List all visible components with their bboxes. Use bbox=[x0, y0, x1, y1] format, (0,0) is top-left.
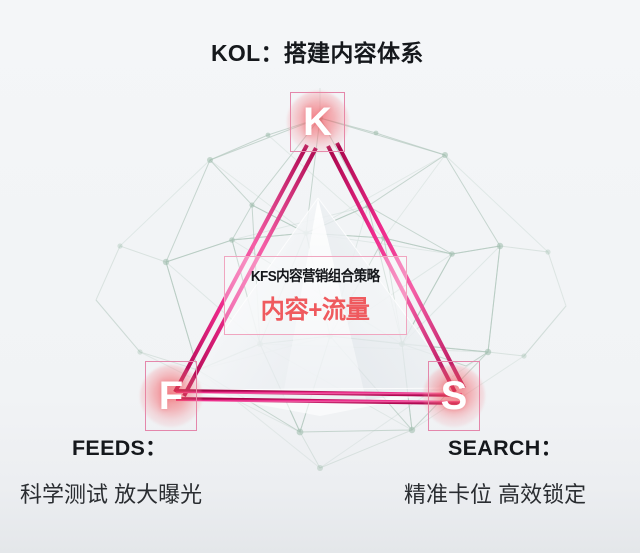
feeds-heading: FEEDS： bbox=[72, 436, 167, 460]
node-glow-f bbox=[140, 365, 202, 427]
feeds-description: 科学测试 放大曝光 bbox=[20, 482, 203, 507]
node-letter-f: F bbox=[158, 374, 184, 418]
center-card-title: KFS内容营销组合策略 bbox=[251, 269, 380, 285]
search-description: 精准卡位 高效锁定 bbox=[404, 482, 587, 507]
node-kol[interactable]: K bbox=[286, 91, 349, 153]
search-heading: SEARCH： bbox=[448, 436, 563, 460]
node-search[interactable]: S bbox=[423, 361, 485, 431]
node-glow-k bbox=[286, 91, 349, 153]
center-strategy-card: KFS内容营销组合策略 内容+流量 bbox=[224, 256, 407, 335]
kol-heading: KOL：搭建内容体系 bbox=[211, 40, 424, 66]
center-card-subtitle: 内容+流量 bbox=[261, 296, 370, 324]
node-letter-s: S bbox=[440, 374, 468, 418]
node-feeds[interactable]: F bbox=[140, 361, 202, 431]
node-glow-s bbox=[423, 365, 485, 427]
node-letter-k: K bbox=[303, 100, 332, 144]
